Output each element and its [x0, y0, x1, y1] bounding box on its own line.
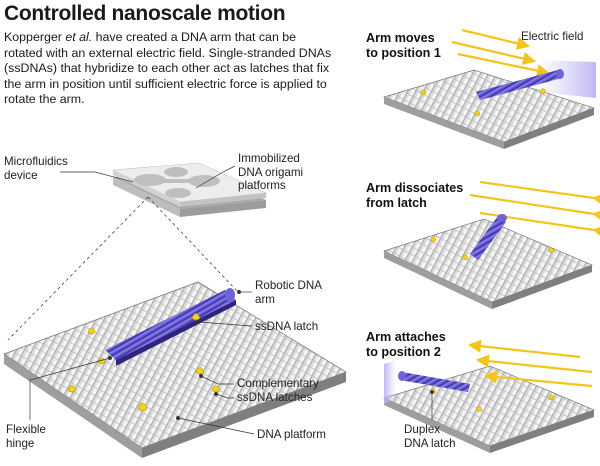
robotic-dna-arm [105, 288, 236, 366]
label-microfluidics: Microfluidics device [4, 155, 68, 182]
device-leader-lines [60, 165, 236, 189]
label-robotic-arm-1: Robotic DNA [255, 279, 323, 292]
intro-paragraph: Kopperger et al. have created a DNA arm … [4, 30, 332, 108]
label-microfluidics-2: device [4, 168, 38, 182]
label-origami-2: DNA origami [238, 165, 304, 179]
step-3-line2: to position 2 [366, 345, 441, 359]
main-dna-platform [3, 281, 347, 458]
label-complementary-2: ssDNA latches [237, 390, 313, 404]
label-microfluidics-1: Microfluidics [4, 155, 68, 168]
label-duplex-1: Duplex [404, 423, 441, 436]
label-duplex-latch: Duplex DNA latch [404, 423, 456, 450]
step-1-line1: Arm moves [366, 31, 435, 45]
label-robotic-arm-2: arm [255, 292, 275, 306]
label-origami-1: Immobilized [238, 152, 300, 165]
panel-1 [382, 28, 596, 149]
label-flexible-2: hinge [6, 436, 35, 450]
label-complementary: Complementary ssDNA latches [237, 377, 319, 404]
step-3-label: Arm attaches to position 2 [366, 330, 446, 360]
step-1-line2: to position 1 [366, 46, 441, 60]
label-robotic-arm: Robotic DNA arm [255, 279, 322, 306]
zoom-lines [7, 196, 239, 341]
panel-3 [383, 339, 595, 453]
intro-italic: et al. [65, 30, 93, 44]
field-arrows-3 [467, 339, 593, 388]
step-2-label: Arm dissociates from latch [366, 181, 463, 211]
main-latches [67, 313, 221, 411]
main-leader-lines [29, 290, 255, 435]
label-flexible-1: Flexible [6, 423, 46, 436]
label-dna-platform: DNA platform [257, 428, 326, 441]
step-1-label: Arm moves to position 1 [366, 31, 441, 61]
label-origami-3: platforms [238, 179, 286, 192]
page-title: Controlled nanoscale motion [4, 2, 286, 25]
label-flexible-hinge: Flexible hinge [6, 423, 46, 450]
label-ssdna-latch: ssDNA latch [255, 320, 319, 333]
microfluidics-device [111, 162, 268, 217]
label-origami: Immobilized DNA origami platforms [238, 152, 303, 193]
step-2-line1: Arm dissociates [366, 181, 464, 195]
intro-text-2: have created a DNA arm that can be rotat… [4, 30, 332, 106]
step-3-line1: Arm attaches [366, 330, 446, 344]
panel-2 [383, 180, 600, 309]
duplex-leader-line [430, 390, 434, 420]
label-electric-field: Electric field [521, 30, 584, 43]
field-arrows-1 [451, 28, 551, 78]
step-2-line2: from latch [366, 196, 427, 210]
label-duplex-2: DNA latch [404, 436, 456, 450]
label-complementary-1: Complementary [237, 377, 319, 390]
intro-text-1: Kopperger [4, 30, 66, 44]
